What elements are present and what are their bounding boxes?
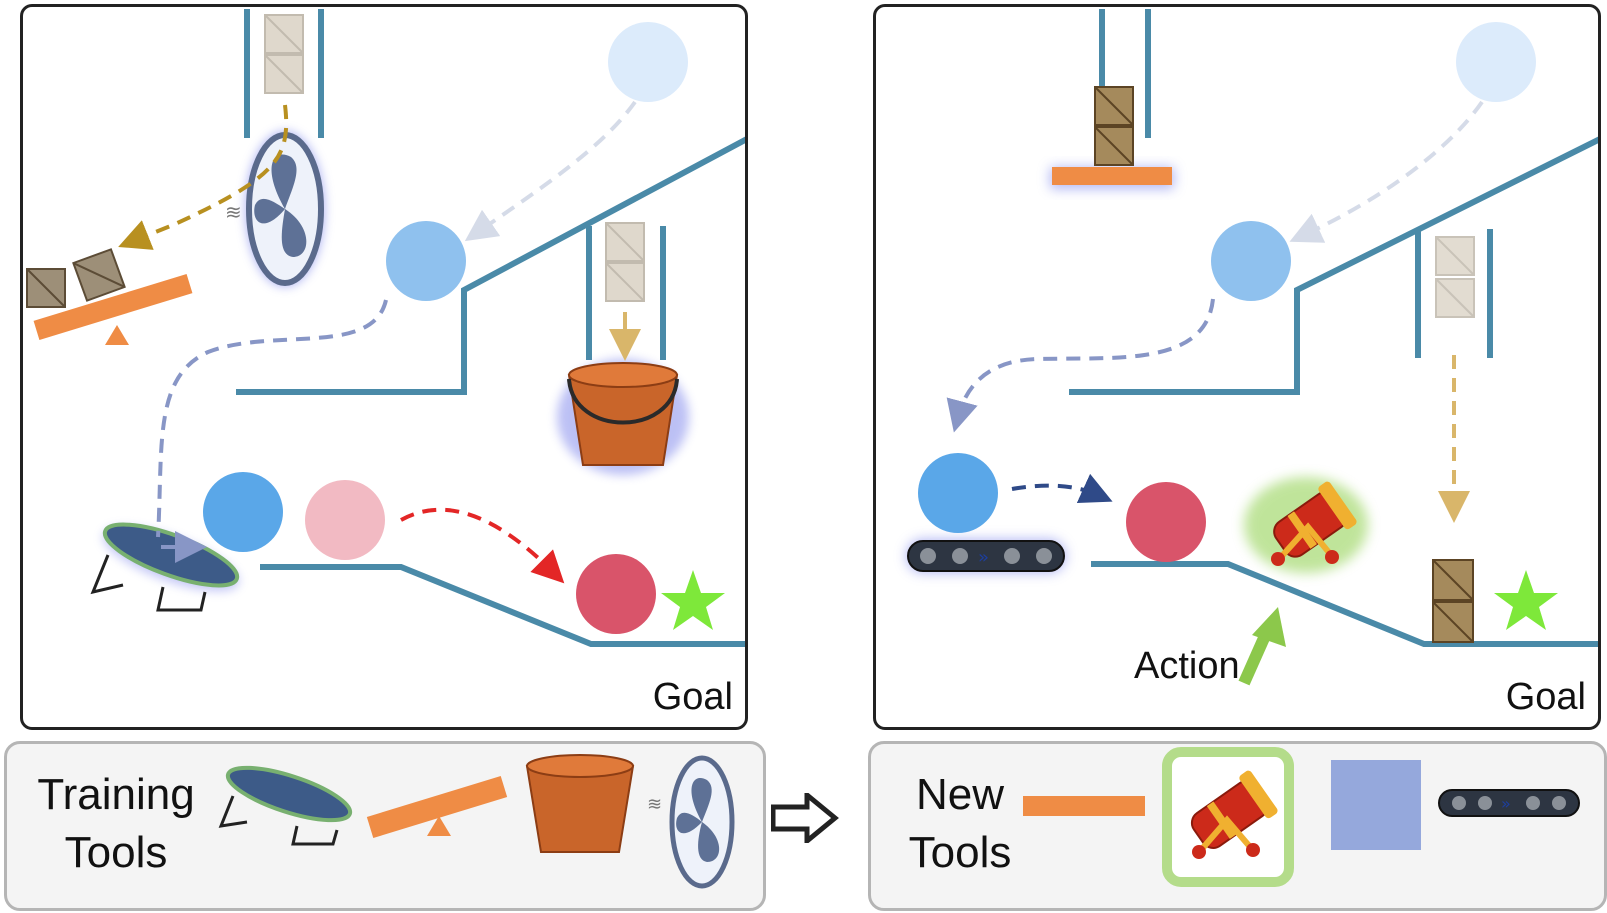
fan-icon: ≋ [647, 755, 735, 889]
goal-label-right: Goal [1505, 676, 1586, 718]
upper-stair-wall [1069, 136, 1598, 395]
svg-text:≋: ≋ [647, 794, 662, 815]
training-scene: ≋ [26, 9, 745, 647]
trajectory-paths [946, 100, 1484, 523]
goal-star-icon [1494, 570, 1558, 630]
training-tools-icons: ≋ [218, 754, 735, 889]
conveyor-belt-tool: » [906, 539, 1066, 573]
seesaw-tool [26, 248, 193, 345]
ball-red [1126, 482, 1206, 562]
ball-mid-light [1211, 221, 1291, 301]
trajectory-paths [118, 100, 641, 584]
action-arrow-icon [1238, 607, 1286, 686]
svg-text:≋: ≋ [225, 200, 242, 224]
square-block-icon [1331, 760, 1421, 850]
bucket-icon [525, 754, 635, 853]
crate-stack-top [1094, 86, 1134, 166]
seesaw-icon [366, 776, 508, 838]
crate-stack-goal [1432, 559, 1474, 643]
crate-stack-right [605, 222, 645, 302]
svg-text:»: » [1501, 794, 1511, 813]
transfer-arrow-icon [771, 793, 839, 843]
training-tools-box: Training Tools ≋ [4, 741, 766, 911]
new-tools-label: New Tools [908, 770, 1012, 877]
crate-stack-top [264, 14, 304, 94]
goal-label-left: Goal [652, 676, 733, 718]
goal-star-icon [661, 570, 725, 630]
ball-mid-light [386, 221, 466, 301]
fan-tool: ≋ [225, 131, 325, 287]
new-scene: » [906, 9, 1598, 686]
lower-ramp-wall [260, 564, 745, 647]
ball-pink [305, 480, 385, 560]
action-label: Action [1134, 645, 1240, 687]
new-scene-panel: » [873, 4, 1601, 730]
cannon-tool [1244, 477, 1368, 573]
ball-start-faint [1456, 22, 1536, 102]
ball-blue [918, 453, 998, 533]
training-scene-panel: ≋ [20, 4, 748, 730]
plank-tool [1050, 167, 1174, 189]
ball-blue [203, 472, 283, 552]
cannon-icon [1162, 747, 1294, 887]
bucket-tool [557, 359, 689, 475]
upper-stair-wall [236, 136, 745, 395]
walls [1069, 9, 1598, 647]
new-tools-box: New Tools » [868, 741, 1607, 911]
plank-icon [1023, 796, 1145, 816]
svg-text:»: » [978, 547, 989, 568]
conveyor-belt-icon: » [1438, 789, 1580, 817]
crate-stack-right-faded [1435, 236, 1475, 318]
lower-ramp-wall [1091, 561, 1598, 647]
walls [236, 9, 745, 647]
training-tools-label: Training Tools [37, 770, 195, 877]
ball-red-goal [576, 554, 656, 634]
new-tools-icons: » [1023, 747, 1580, 887]
ball-start-faint [608, 22, 688, 102]
trampoline-icon [218, 765, 353, 846]
